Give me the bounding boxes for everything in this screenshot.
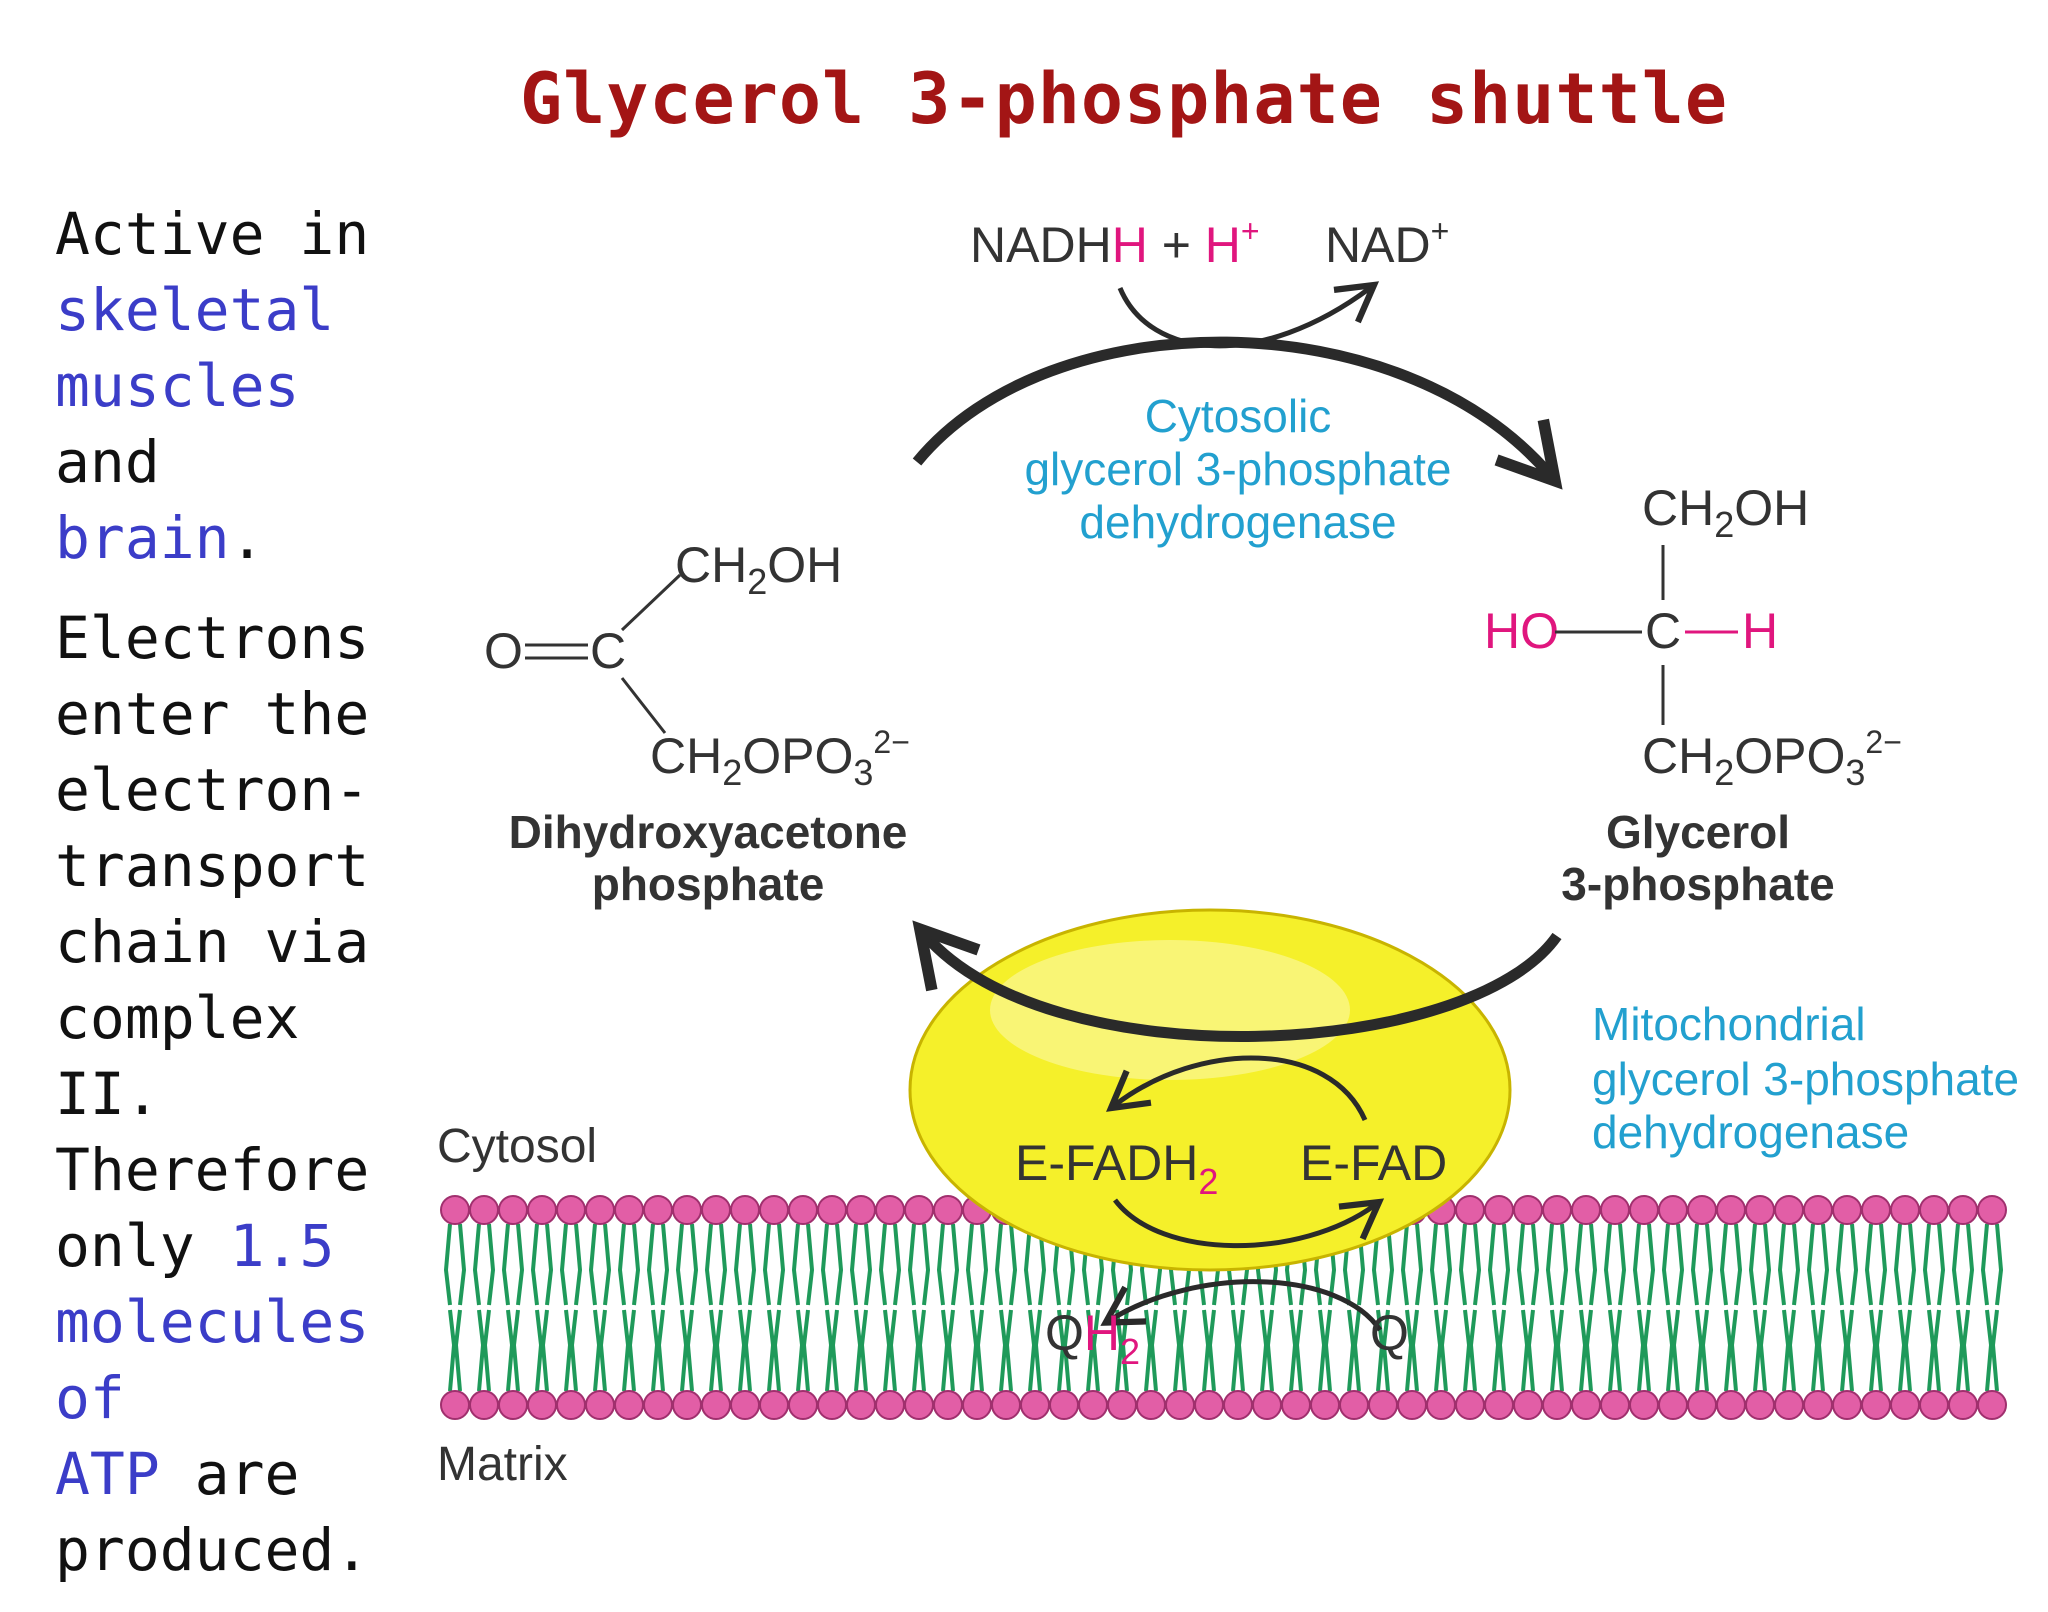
q-to-qh2-arrow: [1100, 1279, 1383, 1332]
nad-label: NAD+: [1325, 213, 1449, 273]
note-electrons: Electrons enter the electron- transport …: [55, 604, 370, 1584]
g3p-name-line1: Glycerol: [1606, 806, 1790, 858]
fadh2-to-fad-arrow: [1113, 1198, 1385, 1249]
g3p-ch2opo3: CH2OPO32−: [1642, 724, 1902, 793]
g3p-structure: CH2OH HO C H CH2OPO32− Glycerol 3-phosph…: [1484, 480, 1902, 910]
g3p-c: C: [1645, 603, 1681, 659]
side-notes: Active in skeletal muscles and brain. El…: [55, 196, 435, 1612]
g3p-ho: HO: [1484, 603, 1559, 659]
efadh2-label: E-FADH2: [1015, 1135, 1218, 1202]
page-title: Glycerol 3-phosphate shuttle: [519, 58, 1729, 140]
mito-enzyme-line1: Mitochondrial: [1592, 998, 1866, 1050]
dhap-ch2opo3: CH2OPO32−: [650, 724, 910, 793]
fad-to-fadh2-arrow: [1106, 1055, 1368, 1122]
dhap-c: C: [590, 623, 626, 679]
dhap-ch2oh: CH2OH: [675, 537, 842, 602]
dhap-name-line1: Dihydroxyacetone: [509, 806, 908, 858]
mito-enzyme-line3: dehydrogenase: [1592, 1106, 1909, 1158]
g3p-h: H: [1742, 603, 1778, 659]
cytosolic-enzyme-line1: Cytosolic: [1145, 390, 1332, 442]
matrix-label: Matrix: [437, 1438, 568, 1491]
shuttle-diagram: NADHH + H+ NAD+ Cytosolic glycerol 3-pho…: [437, 213, 2019, 1491]
cytosolic-enzyme-line3: dehydrogenase: [1079, 496, 1396, 548]
g3p-ch2oh: CH2OH: [1642, 480, 1809, 545]
bottom-arc-arrow: [912, 920, 1562, 1042]
g3p-name-line2: 3-phosphate: [1561, 858, 1834, 910]
qh2-label: QH2: [1045, 1305, 1140, 1372]
dhap-o: O: [484, 623, 523, 679]
cytosolic-enzyme-line2: glycerol 3-phosphate: [1024, 443, 1451, 495]
dhap-name-line2: phosphate: [592, 858, 825, 910]
efad-label: E-FAD: [1300, 1135, 1447, 1191]
mito-enzyme-line2: glycerol 3-phosphate: [1592, 1053, 2019, 1105]
inner-mitochondrial-membrane: [440, 1195, 2007, 1420]
blob-highlight: [990, 940, 1350, 1080]
cytosol-label: Cytosol: [437, 1120, 597, 1173]
top-arc-arrow: [912, 336, 1563, 490]
note-tissues: Active in skeletal muscles and brain.: [55, 200, 370, 572]
nadh-label: NADHH + H+: [970, 213, 1260, 273]
dhap-structure: CH2OH O C CH2OPO32− Dihydroxyacetone pho…: [484, 537, 910, 910]
q-label: Q: [1370, 1305, 1409, 1361]
